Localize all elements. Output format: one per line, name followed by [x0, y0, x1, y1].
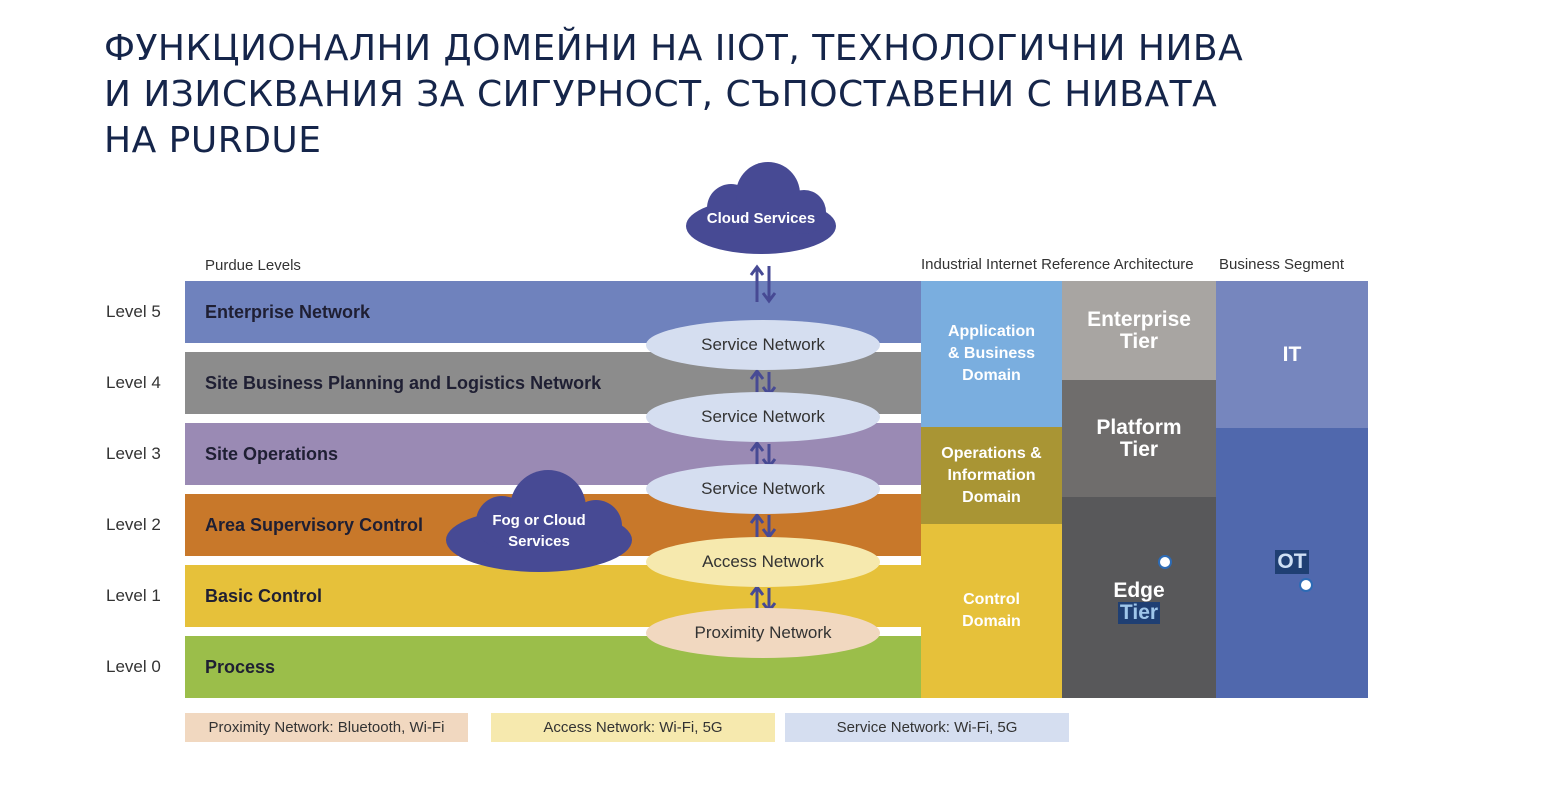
cloud-services-label: Cloud Services — [706, 209, 816, 227]
band-label: Enterprise Network — [205, 302, 371, 322]
domain-line: Operations & — [941, 444, 1042, 462]
platform-tier: Platform Tier — [1062, 380, 1216, 497]
segment-it: IT — [1216, 281, 1368, 428]
legend-service: Service Network: Wi-Fi, 5G — [785, 713, 1069, 742]
domain-line: & Business — [947, 345, 1036, 362]
segment-label-selected: OT — [1275, 550, 1309, 574]
domain-line: Information — [947, 466, 1036, 484]
ellipse-label: Proximity Network — [694, 623, 832, 642]
control-domain: Control Domain — [921, 524, 1062, 698]
level-label-5: Level 5 — [106, 302, 161, 321]
level-label-3: Level 3 — [106, 444, 161, 463]
fog-cloud-label: Fog or Cloud Services — [446, 466, 632, 576]
band-label: Site Operations — [205, 444, 339, 464]
application-business-domain: Application & Business Domain — [921, 281, 1062, 427]
proximity-network-ellipse: Proximity Network — [646, 608, 880, 658]
level-label-0: Level 0 — [106, 657, 161, 676]
title-line-3: НА PURDUE — [104, 120, 322, 161]
domain-line: Domain — [962, 488, 1021, 506]
legend-proximity: Proximity Network: Bluetooth, Wi-Fi — [185, 713, 468, 742]
page-title: ФУНКЦИОНАЛНИ ДОМЕЙНИ НА IIOT, ТЕХНОЛОГИЧ… — [104, 26, 1404, 164]
band-label: Basic Control — [205, 586, 323, 606]
resize-handle-icon[interactable] — [1299, 578, 1313, 592]
legend-label: Service Network: Wi-Fi, 5G — [836, 719, 1018, 736]
resize-handle-icon[interactable] — [1158, 555, 1172, 569]
legend-label: Access Network: Wi-Fi, 5G — [543, 719, 723, 736]
title-line-2: И ИЗИСКВАНИЯ ЗА СИГУРНОСТ, СЪПОСТАВЕНИ С… — [104, 74, 1218, 115]
ellipse-label: Service Network — [701, 335, 825, 354]
tier-line: Edge — [1113, 578, 1165, 602]
tier-line-selected: Tier — [1117, 600, 1161, 624]
domain-line: Control — [963, 591, 1020, 608]
cloud-services: Cloud Services — [686, 158, 836, 258]
band-label: Area Supervisory Control — [205, 515, 424, 535]
legend-access: Access Network: Wi-Fi, 5G — [491, 713, 775, 742]
fog-cloud-line-1: Fog or Cloud — [492, 512, 586, 529]
band-enterprise-network: Enterprise Network — [185, 281, 921, 343]
service-network-ellipse: Service Network — [646, 464, 880, 514]
segment-ot: OT — [1216, 428, 1368, 698]
domain-line: Domain — [962, 613, 1021, 630]
header-purdue-levels: Purdue Levels — [205, 257, 301, 274]
edge-tier: Edge Tier — [1062, 497, 1216, 698]
title-line-1: ФУНКЦИОНАЛНИ ДОМЕЙНИ НА IIOT, ТЕХНОЛОГИЧ… — [104, 28, 1244, 69]
header-iira: Industrial Internet Reference Architectu… — [921, 256, 1194, 273]
arrow-up-down-icon — [749, 512, 777, 540]
service-network-ellipse: Service Network — [646, 320, 880, 370]
level-label-1: Level 1 — [106, 586, 161, 605]
fog-cloud-services: Fog or Cloud Services — [446, 466, 632, 576]
domain-line: Application — [947, 323, 1036, 340]
operations-information-domain: Operations & Information Domain — [921, 427, 1062, 524]
arrow-up-down-icon — [749, 264, 777, 304]
enterprise-tier: Enterprise Tier — [1062, 281, 1216, 380]
header-business-segment: Business Segment — [1219, 256, 1345, 273]
legend-label: Proximity Network: Bluetooth, Wi-Fi — [208, 719, 445, 736]
segment-label: IT — [1282, 342, 1302, 366]
ellipse-label: Access Network — [702, 552, 824, 571]
level-label-4: Level 4 — [106, 373, 161, 392]
service-network-ellipse: Service Network — [646, 392, 880, 442]
access-network-ellipse: Access Network — [646, 537, 880, 587]
ellipse-label: Service Network — [701, 479, 825, 498]
band-label: Site Business Planning and Logistics Net… — [205, 373, 602, 393]
domain-line: Domain — [962, 367, 1021, 384]
tier-line: Platform — [1096, 415, 1182, 439]
ellipse-label: Service Network — [701, 407, 825, 426]
level-label-2: Level 2 — [106, 515, 161, 534]
tier-line: Tier — [1119, 329, 1159, 353]
band-label: Process — [205, 657, 276, 677]
tier-line: Enterprise — [1087, 307, 1191, 331]
fog-cloud-line-2: Services — [508, 533, 570, 550]
tier-line: Tier — [1119, 437, 1159, 461]
cloud-icon — [446, 470, 632, 572]
cloud-icon — [686, 162, 836, 254]
